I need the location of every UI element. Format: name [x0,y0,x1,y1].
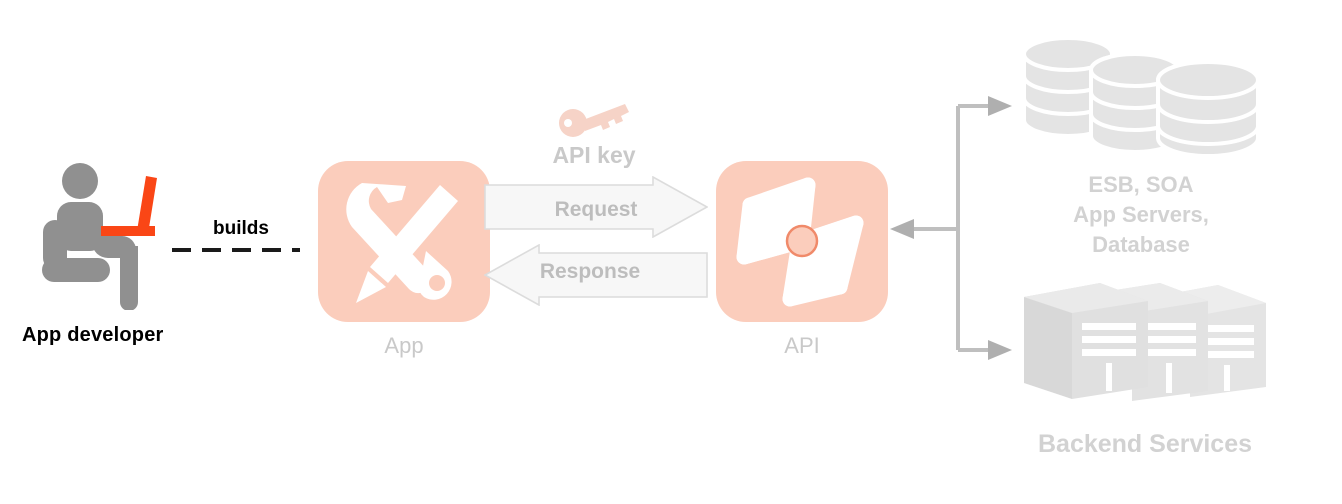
request-arrow-icon [484,175,709,239]
api-caption: API [784,333,820,358]
response-label: Response [539,260,641,283]
builds-label: builds [213,218,269,239]
data-tier-label-block: ESB, SOA App Servers, Database [1014,170,1268,260]
data-tier-line-3: Database [1092,232,1190,257]
server-rack-icon [1022,283,1266,401]
seated-developer-with-laptop-icon [40,160,190,311]
app-node[interactable] [318,161,490,322]
response-arrow-icon [483,243,708,307]
bus-branch-arrows-icon [890,88,1020,368]
app-developer-label: App developer [22,324,164,346]
api-star-burst-icon [716,177,888,326]
database-stack-icon [1018,34,1264,159]
app-caption: App [384,333,424,358]
data-tier-line-2: App Servers, [1073,202,1209,227]
request-label: Request [554,198,638,221]
key-icon [558,98,630,138]
api-node[interactable] [716,161,888,322]
dashed-connector-icon [172,248,300,252]
api-key-label: API key [552,142,636,168]
wrench-and-pencil-icon [318,183,490,326]
data-tier-line-1: ESB, SOA [1088,172,1194,197]
backend-services-label: Backend Services [1037,430,1253,458]
